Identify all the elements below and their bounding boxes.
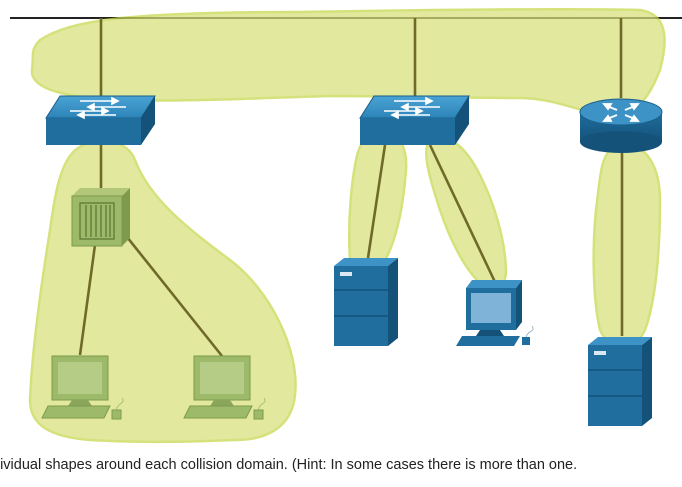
instruction-text: dividual shapes around each collision do…: [0, 457, 578, 473]
switch-middle-icon[interactable]: [359, 95, 470, 145]
cable-switch-middle-pc: [428, 144, 497, 283]
pc-left-icon[interactable]: [41, 355, 124, 420]
pc-middle-icon[interactable]: [456, 280, 534, 346]
switch-left-icon[interactable]: [45, 95, 156, 145]
collision-domain-server-middle-shape: [348, 130, 408, 278]
pc-center-left-icon[interactable]: [183, 355, 266, 420]
server-middle-icon[interactable]: [334, 258, 398, 346]
cable-switch-middle-server: [366, 144, 387, 259]
router-icon[interactable]: [579, 98, 663, 153]
collision-domain-server-right-shape: [592, 143, 662, 348]
server-right-icon[interactable]: [588, 337, 652, 426]
cable-hub-pc-left: [78, 244, 97, 356]
hub-icon[interactable]: [71, 188, 130, 247]
cable-hub-pc-center: [121, 231, 224, 357]
